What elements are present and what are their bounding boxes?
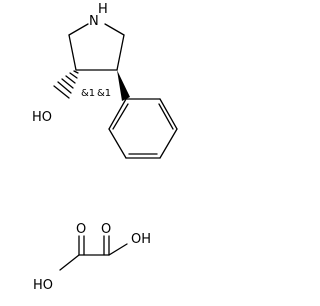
pyrrolidine-ring xyxy=(68,23,125,71)
oxalic-acid xyxy=(59,235,128,271)
ring-nitrogen-label: N xyxy=(89,14,99,29)
oxalic-hydroxyl-right-label: OH xyxy=(131,232,151,247)
ring-nitrogen-hydrogen-label: H xyxy=(98,2,108,17)
hydroxyl-label: HO xyxy=(32,110,52,125)
structure-svg: N H HO &1 &1 xyxy=(32,2,178,293)
bold-wedge-c4-phenyl xyxy=(117,70,130,101)
bond-n-c5 xyxy=(104,23,125,36)
bond-left-c-oh xyxy=(59,254,80,271)
stereo-label-c4: &1 xyxy=(97,88,111,99)
phenyl-ring xyxy=(108,98,178,159)
oxalic-carbonyl-o-right-label: O xyxy=(101,222,111,237)
oxalic-carbonyl-o-left-label: O xyxy=(76,222,86,237)
hashed-wedge-c3-oh xyxy=(53,70,79,99)
bond-right-c-oh xyxy=(108,243,128,256)
structure-diagram: N H HO &1 &1 xyxy=(32,2,178,293)
bond-c5-c4 xyxy=(116,34,125,71)
bond-c2-c3 xyxy=(68,34,77,71)
oxalic-hydroxyl-left-label: HO xyxy=(33,278,53,293)
bond-n-c2 xyxy=(68,23,89,36)
stereo-label-c3: &1 xyxy=(81,88,95,99)
